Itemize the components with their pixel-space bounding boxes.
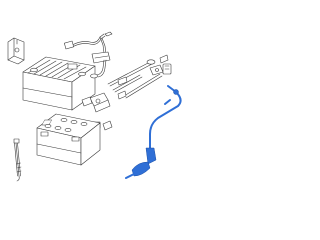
lower-battery xyxy=(36,113,101,166)
negative-cable-highlighted[interactable] xyxy=(125,85,182,179)
terminal-clamp xyxy=(81,92,111,113)
hold-down-rod xyxy=(13,138,22,182)
lower-battery-cells xyxy=(41,118,88,132)
battery-cables xyxy=(107,59,163,100)
cable-clip xyxy=(149,54,169,76)
mounting-bracket xyxy=(7,37,25,65)
upper-battery xyxy=(22,56,96,111)
sensor-plug xyxy=(162,63,172,75)
diagram-canvas xyxy=(7,31,182,182)
positive-cable-harness xyxy=(64,31,113,79)
battery-parts-diagram xyxy=(7,31,182,182)
